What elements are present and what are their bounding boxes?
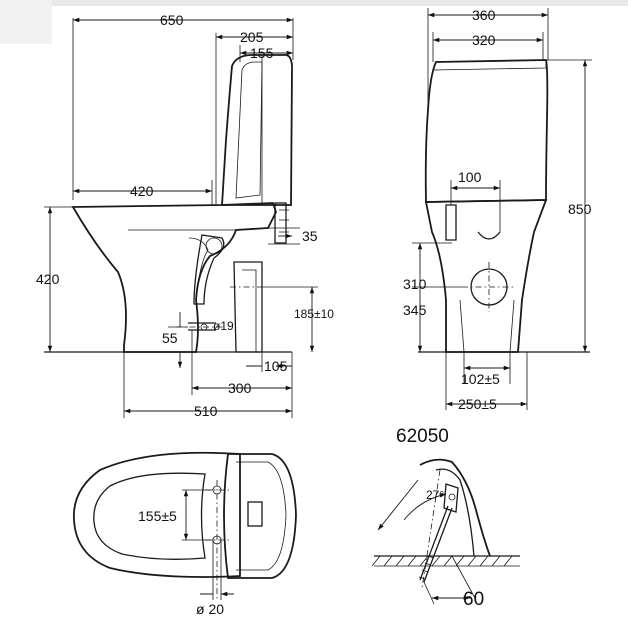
top-tank-outline: [223, 453, 297, 579]
top-tank-inner: [236, 461, 287, 571]
dim-510: 510: [194, 403, 218, 419]
inlet-valve-threads: [279, 209, 289, 233]
outlet-pipe: [233, 261, 263, 353]
dim-850: 850: [568, 201, 592, 217]
detail-floor-hatch: [371, 555, 513, 567]
detail-leader: [377, 479, 419, 531]
detail-vertical-ref: [421, 469, 441, 589]
ext-line-55: [168, 326, 188, 328]
dim-100: 100: [458, 169, 482, 185]
detail-screw-threads: [418, 555, 435, 580]
dim-420-horizontal: 420: [130, 183, 154, 199]
ext-line-300: [191, 330, 293, 395]
model-number: 62050: [396, 426, 449, 447]
front-tank-lid: [433, 59, 547, 71]
bowl-outline: [71, 202, 277, 353]
dim-102-5: 102±5: [461, 371, 500, 387]
ext-line-35: [268, 227, 300, 245]
dim-35: 35: [302, 228, 318, 244]
side-view: 650 205 155 420 420 35 185±10 ø19 55 10: [36, 12, 334, 419]
detail-bracket-hole: [448, 493, 456, 501]
ext-line-510: [123, 352, 293, 418]
front-base-inner: [459, 299, 515, 353]
top-edge-shade: [0, 0, 628, 6]
detail-screw-body: [423, 507, 453, 583]
front-bowl-outline: [424, 199, 548, 353]
dim-diameter-20: ø 20: [196, 601, 224, 617]
bowl-trap-curve: [188, 237, 209, 301]
top-flush-button: [247, 501, 263, 527]
front-outlet-centreline: [462, 262, 516, 312]
ext-line-320: [432, 32, 544, 62]
dim-185-10: 185±10: [294, 307, 334, 321]
tank-outline: [221, 54, 293, 206]
ext-line-105: [261, 352, 293, 372]
top-bowl-inner: [93, 472, 206, 560]
inlet-valve: [274, 202, 287, 244]
detail-angle-arc: [403, 493, 447, 521]
ext-line-60: [423, 555, 477, 605]
top-view: 155±5 ø 20: [73, 451, 297, 617]
ext-line-250: [445, 352, 528, 410]
dim-250-5: 250±5: [458, 396, 497, 412]
ext-line-360: [427, 8, 549, 110]
dim-155: 155: [250, 45, 274, 61]
dim-fixing-diameter: ø19: [213, 319, 234, 333]
dim-55: 55: [162, 330, 178, 346]
detail-depth-60: 60: [463, 589, 484, 610]
trap-body: [193, 234, 225, 305]
dim-420-vertical: 420: [36, 271, 60, 287]
detail-bracket: [443, 483, 459, 513]
detail-screw: [419, 505, 449, 581]
front-flush-pipe: [477, 231, 501, 240]
dim-650: 650: [160, 12, 184, 28]
detail-bowl-wall: [419, 458, 491, 557]
detail-view: 27° 60: [371, 458, 520, 610]
dim-360: 360: [472, 7, 496, 23]
dim-320: 320: [472, 32, 496, 48]
tank-inner-line: [235, 61, 263, 199]
front-inlet-valve: [445, 204, 457, 241]
dim-105: 105: [264, 358, 288, 374]
front-view: 360 320 100 850 310 345 102±5 250±5: [403, 7, 592, 412]
dim-345: 345: [403, 302, 427, 318]
detail-bowl-inner: [435, 468, 475, 557]
outlet-pipe-inner: [242, 269, 257, 352]
trap-inlet-circle: [205, 237, 223, 255]
dim-310: 310: [403, 276, 427, 292]
ext-line-100: [450, 180, 501, 232]
ext-line-155-5: [182, 489, 213, 541]
top-bowl-outline: [73, 451, 241, 578]
detail-angle: 27°: [426, 488, 444, 502]
dim-155-5: 155±5: [138, 508, 177, 524]
dim-300: 300: [228, 380, 252, 396]
corner-shade: [0, 0, 52, 44]
dim-205: 205: [240, 29, 264, 45]
front-tank-outline: [424, 59, 549, 203]
fixing-bolt: [188, 322, 216, 331]
